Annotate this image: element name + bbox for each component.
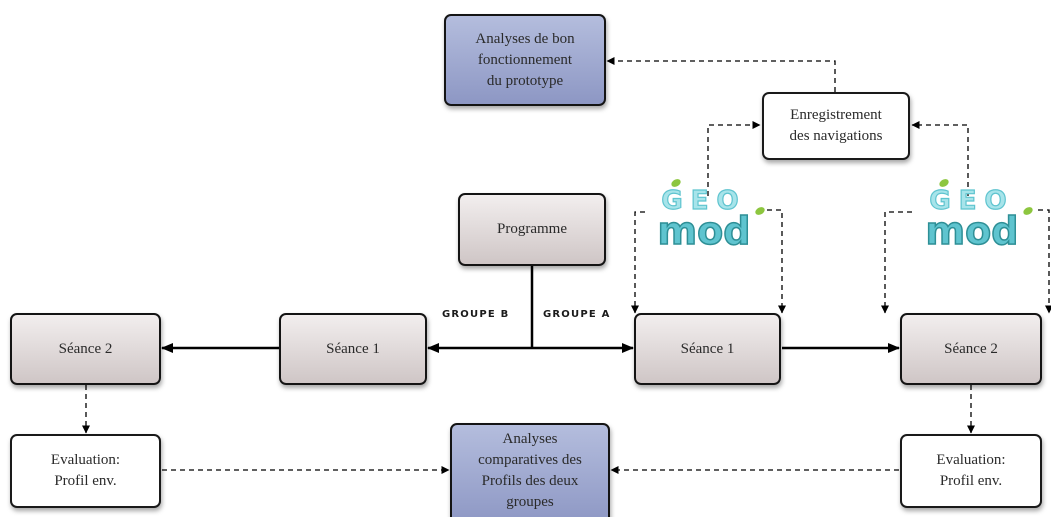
analyses-fonctionnement-text: Analyses de bon fonctionnement du protot… [475, 30, 575, 89]
dashed-logo1-loop-left [631, 211, 645, 314]
enregistrement-box: Enregistrement des navigations [762, 92, 910, 160]
logo-bottom-word: mod [926, 209, 1019, 253]
programme-label: Programme [497, 221, 567, 237]
dashed-logo1-loop-right [758, 209, 786, 314]
seance-2-right-label: Séance 2 [944, 340, 998, 357]
evaluation-right-box: Evaluation: Profil env. [900, 434, 1042, 508]
leaf-icon [939, 179, 949, 187]
leaf-icon [755, 207, 765, 215]
seance-1-right-label: Séance 1 [680, 340, 735, 357]
analyses-fonctionnement-box: Analyses de bon fonctionnement du protot… [444, 14, 606, 106]
logo-top-word: GEO [661, 186, 746, 216]
groupe-b-label: Groupe B [442, 309, 510, 320]
enregistrement-text: Enregistrement des navigations [789, 107, 883, 144]
evaluation-left-box: Evaluation: Profil env. [10, 434, 161, 508]
groupe-a-label: Groupe A [543, 309, 611, 320]
analyses-comparatives-box: Analyses comparatives des Profils des de… [450, 423, 610, 517]
dashed-logo2-loop-left [881, 211, 912, 314]
seance-2-right-box: Séance 2 [900, 313, 1042, 385]
dashed-logo2-to-enregistrement [911, 121, 969, 196]
seance-2-left-box: Séance 2 [10, 313, 161, 385]
geomod-logo-2: GEO mod [925, 179, 1033, 254]
logo-bottom-word: mod [658, 209, 751, 253]
dashed-logo2-loop-right [1038, 209, 1051, 314]
programme-box: Programme [458, 193, 606, 266]
evaluation-right-text: Evaluation: Profil env. [936, 452, 1006, 489]
leaf-icon [671, 179, 681, 187]
analyses-comparatives-text: Analyses comparatives des Profils des de… [478, 431, 582, 510]
geomod-logo-1: GEO mod [657, 179, 765, 254]
seance-1-right-box: Séance 1 [634, 313, 781, 385]
dashed-enregistrement-to-analyses [606, 57, 836, 92]
seance-1-left-box: Séance 1 [279, 313, 427, 385]
seance-1-left-label: Séance 1 [326, 340, 380, 357]
seance-2-left-label: Séance 2 [58, 340, 113, 357]
logo-top-word: GEO [929, 186, 1014, 216]
evaluation-left-text: Evaluation: Profil env. [50, 452, 121, 489]
leaf-icon [1023, 207, 1033, 215]
